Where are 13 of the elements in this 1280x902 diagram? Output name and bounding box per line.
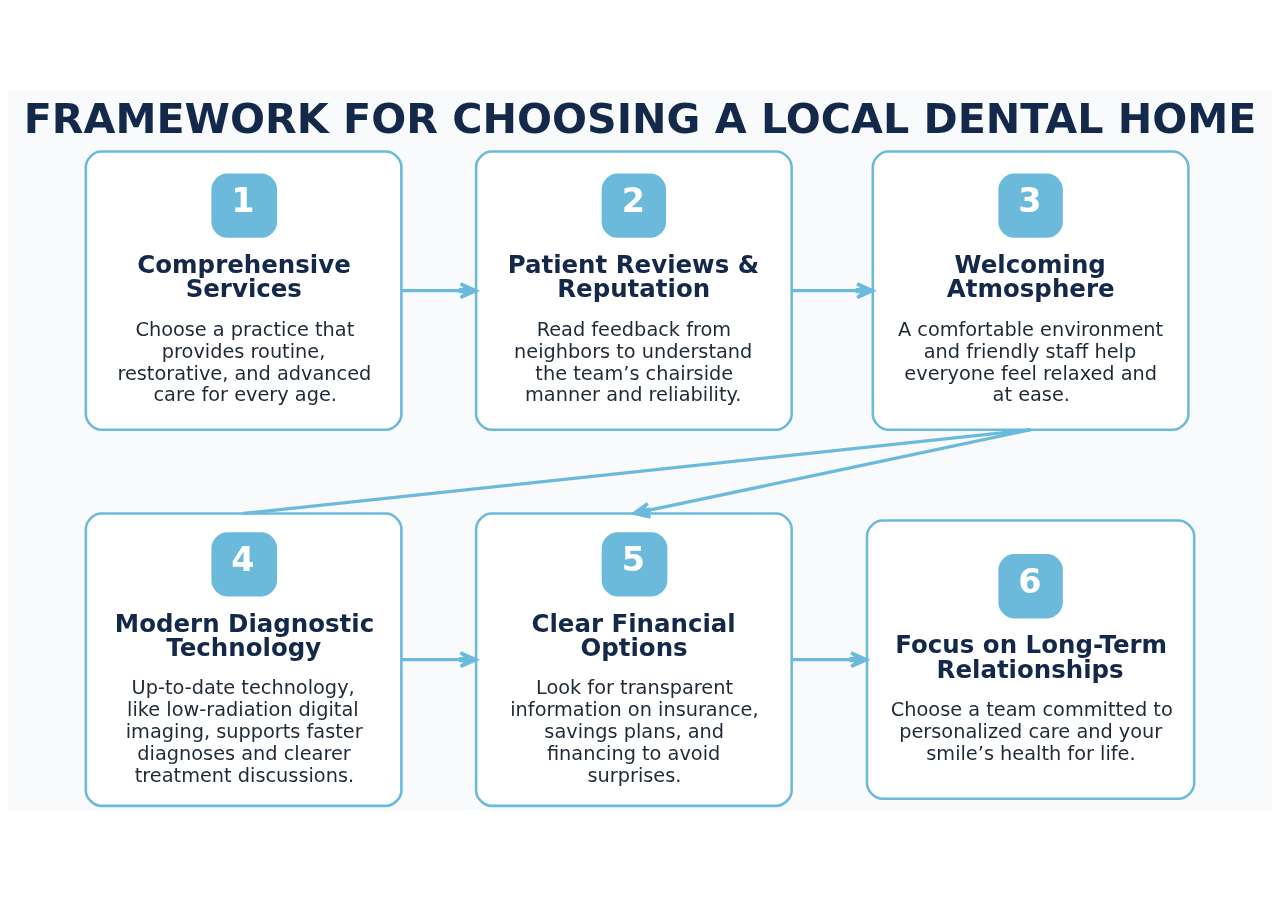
node-box: 1 Comprehensive Services Choose a practice that provides routine, restorative, and advanced care for every age. <box>84 150 403 432</box>
arrow <box>401 282 478 300</box>
arrow <box>632 428 1031 519</box>
node-box: 3 Welcoming Atmosphere A comfortable environment and friendly staff help everyone feel relaxed and at ease. <box>871 150 1190 432</box>
arrow <box>401 651 478 669</box>
arrow <box>792 651 869 669</box>
diagram-title: FRAMEWORK FOR CHOOSING A LOCAL DENTAL HOME <box>23 94 1257 143</box>
connector <box>243 428 1031 516</box>
node-box: 5 Clear Financial Options Look for transparent information on insurance, savings plans, and financing to avoid surprises. <box>474 512 793 808</box>
node-box: 4 Modern Diagnostic Technology Up-to-date technology, like low-radiation digital imaging, supports faster diagnoses and clearer treatment discussions. <box>84 512 403 808</box>
arrow <box>792 282 875 300</box>
node-box: 6 Focus on Long-Term Relationships Choose a team committed to personalized care and your smile’s health for life. <box>865 519 1196 801</box>
node-box: 2 Patient Reviews & Reputation Read feedback from neighbors to understand the team’s chairside manner and reliability. <box>474 150 793 432</box>
